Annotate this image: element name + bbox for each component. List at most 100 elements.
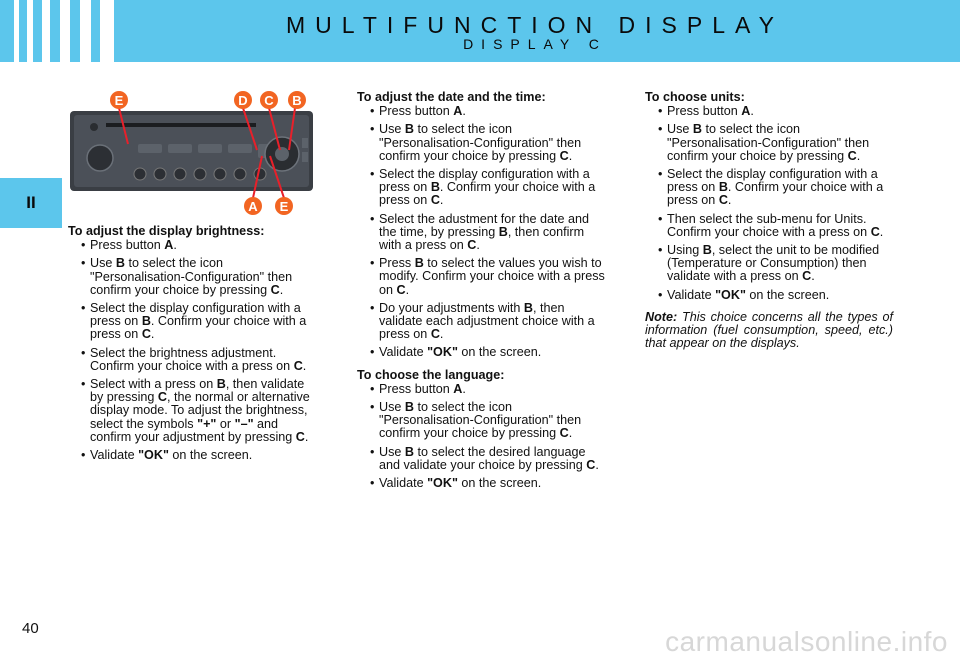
page-subtitle: DISPLAY C [463,36,607,52]
step-list: Press button A. Use B to select the icon … [357,104,607,360]
key-term: C [396,282,406,297]
key-term: B [404,444,415,459]
callout-line [118,107,129,145]
step-text: or [216,416,235,431]
cd-slot [106,123,256,127]
step-text: . [405,282,410,297]
key-term: C [718,193,728,208]
preset-button [133,167,147,181]
step-text: . [462,104,466,119]
step-text: . [879,224,884,239]
step-item: Press B to select the values you wish to… [357,257,607,297]
step-text: . [595,457,599,472]
step-text: . [439,193,444,208]
svg-text:D: D [238,93,247,108]
header-stripe [60,0,70,62]
header-stripe [80,0,91,62]
radio-figure: E D C B A E [70,91,313,215]
header-band: MULTIFUNCTION DISPLAY DISPLAY C [0,0,960,62]
step-text: , then validate each adjustment choice w… [379,300,595,342]
section-heading: To adjust the display brightness: [68,224,265,238]
step-item: Select the display configuration with a … [645,167,893,208]
step-item: Using B, select the unit to be modified … [645,243,893,284]
callout-line [242,107,258,151]
key-term: B [498,224,508,239]
side-button [302,152,308,162]
step-item: Select the display configuration with a … [68,301,320,342]
preset-button [233,167,247,181]
svg-text:E: E [115,93,124,108]
step-text: Select with a press on [90,377,217,392]
step-text: Then select the sub-menu for Units. Conf… [667,211,871,239]
section-heading: To adjust the date and the time: [357,90,546,104]
volume-knob [86,144,114,172]
step-text: Use [379,400,405,415]
step-text: . [476,238,480,253]
note-text: This choice concerns all the types of in… [645,309,893,351]
brightness-section: To adjust the display brightness: Press … [68,224,320,471]
callout-line [288,107,296,151]
step-item: Validate "OK" on the screen. [645,288,893,302]
step-text: . [750,104,754,119]
key-term: B [414,256,424,271]
step-text: . [439,327,444,342]
key-term: B [430,180,440,195]
step-text: Select the adustment for the date and th… [379,211,590,239]
callout-e-top: E [110,91,128,109]
key-term: C [430,327,440,342]
step-text: on the screen. [457,476,542,491]
step-text: . Confirm your choice with a press on [90,314,307,342]
step-text: Validate [90,448,139,463]
step-text: to select the values you wish to modify.… [379,256,605,297]
step-item: Then select the sub-menu for Units. Conf… [645,211,893,239]
svg-text:A: A [248,199,258,214]
step-item: Select with a press on B, then validate … [68,377,320,444]
preset-button [153,167,167,181]
step-text: Select the brightness adjustment. Confir… [90,345,294,373]
step-item: Press button A. [357,104,607,119]
step-text: to select the icon "Personalisation-Conf… [90,256,293,297]
step-text: Press button [379,104,454,119]
step-text: , select the unit to be modified (Temper… [667,243,880,284]
key-term: B [523,300,533,315]
header-stripe [100,0,114,62]
step-item: Use B to select the icon "Personalisatio… [357,123,607,163]
callout-line [252,155,263,199]
preset-button [173,167,187,181]
key-term: C [430,193,440,208]
key-term: C [559,148,569,163]
key-term: C [141,327,151,342]
callout-line [268,107,281,151]
svg-text:B: B [292,93,301,108]
step-text: Use [379,444,405,459]
step-text: on the screen. [168,448,253,463]
key-term: B [404,400,415,415]
preset-button [213,167,227,181]
step-text: Do your adjustments with [379,300,524,315]
note-label: Note: [645,309,678,324]
step-text: . [304,429,309,444]
key-term: B [692,122,703,137]
step-text: . [811,269,815,284]
callout-c: C [260,91,278,109]
step-text: . [150,327,155,342]
key-term: B [702,243,712,258]
header-stripe [14,0,19,62]
step-text: to select the icon "Personalisation-Conf… [379,122,582,163]
key-term: "OK" [427,476,458,491]
step-item: Use B to select the icon "Personalisatio… [68,257,320,297]
step-text: Press button [90,238,165,253]
key-term: A [741,104,751,119]
step-text: , the normal or alternative display mode… [90,390,310,431]
key-term: "+" [197,416,217,431]
preset-button [193,167,207,181]
step-text: . Confirm your choice with a press on [379,180,596,208]
radio-mode-button [168,144,192,153]
step-text: Press button [379,381,454,396]
header-stripe [27,0,33,62]
radio-mode-button [228,144,252,153]
step-text: . [856,148,861,163]
step-text: , then confirm with a press on [379,224,585,253]
callout-e-bottom: E [275,197,293,215]
step-text: to select the icon "Personalisation-Conf… [379,400,582,441]
